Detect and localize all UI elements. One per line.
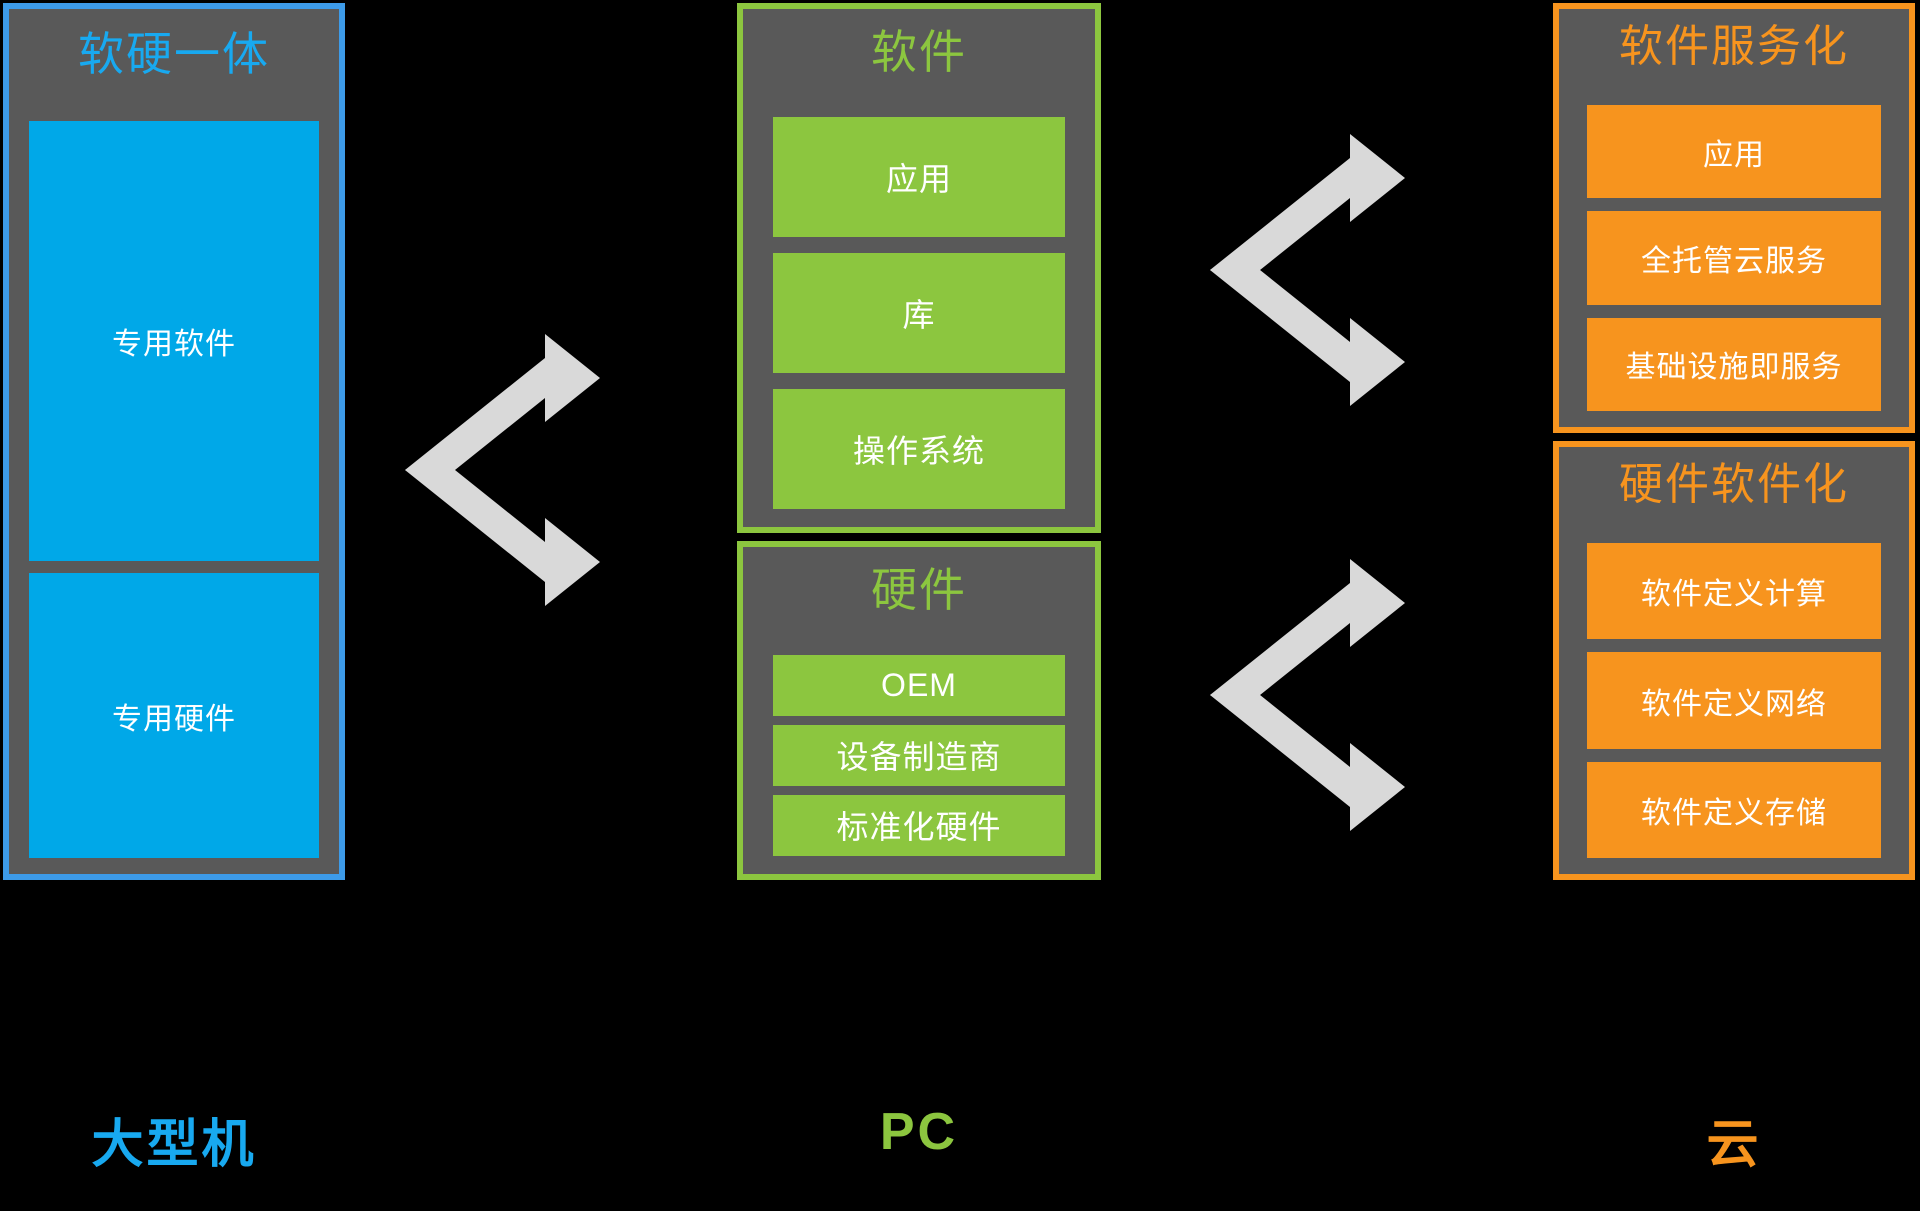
pc-hardware-cell-oem[interactable]: OEM [773,655,1065,717]
bottom-label-mainframe: 大型机 [91,1116,257,1174]
pc-hardware-cell-list: OEM 设备制造商 标准化硬件 [773,655,1065,856]
cloud-saas-cell-fully-managed-cloud-service[interactable]: 全托管云服务 [1587,211,1881,305]
pc-software-cell-list: 应用 库 操作系统 [773,117,1065,509]
pc-software-cell-application[interactable]: 应用 [773,117,1065,237]
cloud-saas-panel[interactable]: 软件服务化 应用 全托管云服务 基础设施即服务 [1553,3,1915,433]
mainframe-column[interactable]: 软硬一体 专用软件 专用硬件 [3,3,345,880]
arrow-pc-software-to-cloud-icon [1210,134,1405,406]
arrow-mainframe-to-pc-icon [405,334,600,606]
pc-hardware-cell-standardized-hardware[interactable]: 标准化硬件 [773,794,1065,856]
cloud-software-defined-panel[interactable]: 硬件软件化 软件定义计算 软件定义网络 软件定义存储 [1553,441,1915,880]
pc-hardware-cell-device-manufacturer[interactable]: 设备制造商 [773,724,1065,787]
mainframe-panel-title: 软硬一体 [78,28,270,80]
cloud-saas-cell-infrastructure-as-a-service[interactable]: 基础设施即服务 [1587,317,1881,411]
pc-software-cell-library[interactable]: 库 [773,253,1065,373]
pc-software-cell-operating-system[interactable]: 操作系统 [773,389,1065,509]
bottom-label-cloud: 云 [1706,1116,1762,1174]
bottom-label-pc: PC [879,1103,959,1161]
pc-hardware-panel[interactable]: 硬件 OEM 设备制造商 标准化硬件 [737,541,1101,880]
pc-hardware-panel-title: 硬件 [871,564,967,616]
mainframe-cell-dedicated-hardware[interactable]: 专用硬件 [29,573,319,858]
cloud-software-defined-cell-list: 软件定义计算 软件定义网络 软件定义存储 [1587,543,1881,858]
cloud-saas-cell-list: 应用 全托管云服务 基础设施即服务 [1587,105,1881,411]
cloud-cell-software-defined-storage[interactable]: 软件定义存储 [1587,761,1881,858]
cloud-cell-software-defined-compute[interactable]: 软件定义计算 [1587,543,1881,640]
pc-software-panel-title: 软件 [871,26,967,78]
pc-software-panel[interactable]: 软件 应用 库 操作系统 [737,3,1101,533]
arrow-pc-hardware-to-cloud-icon [1210,559,1405,831]
cloud-software-defined-panel-title: 硬件软件化 [1619,460,1849,509]
cloud-saas-cell-application[interactable]: 应用 [1587,105,1881,199]
cloud-saas-panel-title: 软件服务化 [1619,22,1849,71]
mainframe-cell-dedicated-software[interactable]: 专用软件 [29,121,319,561]
cloud-cell-software-defined-network[interactable]: 软件定义网络 [1587,652,1881,749]
mainframe-cell-list: 专用软件 专用硬件 [29,121,319,858]
